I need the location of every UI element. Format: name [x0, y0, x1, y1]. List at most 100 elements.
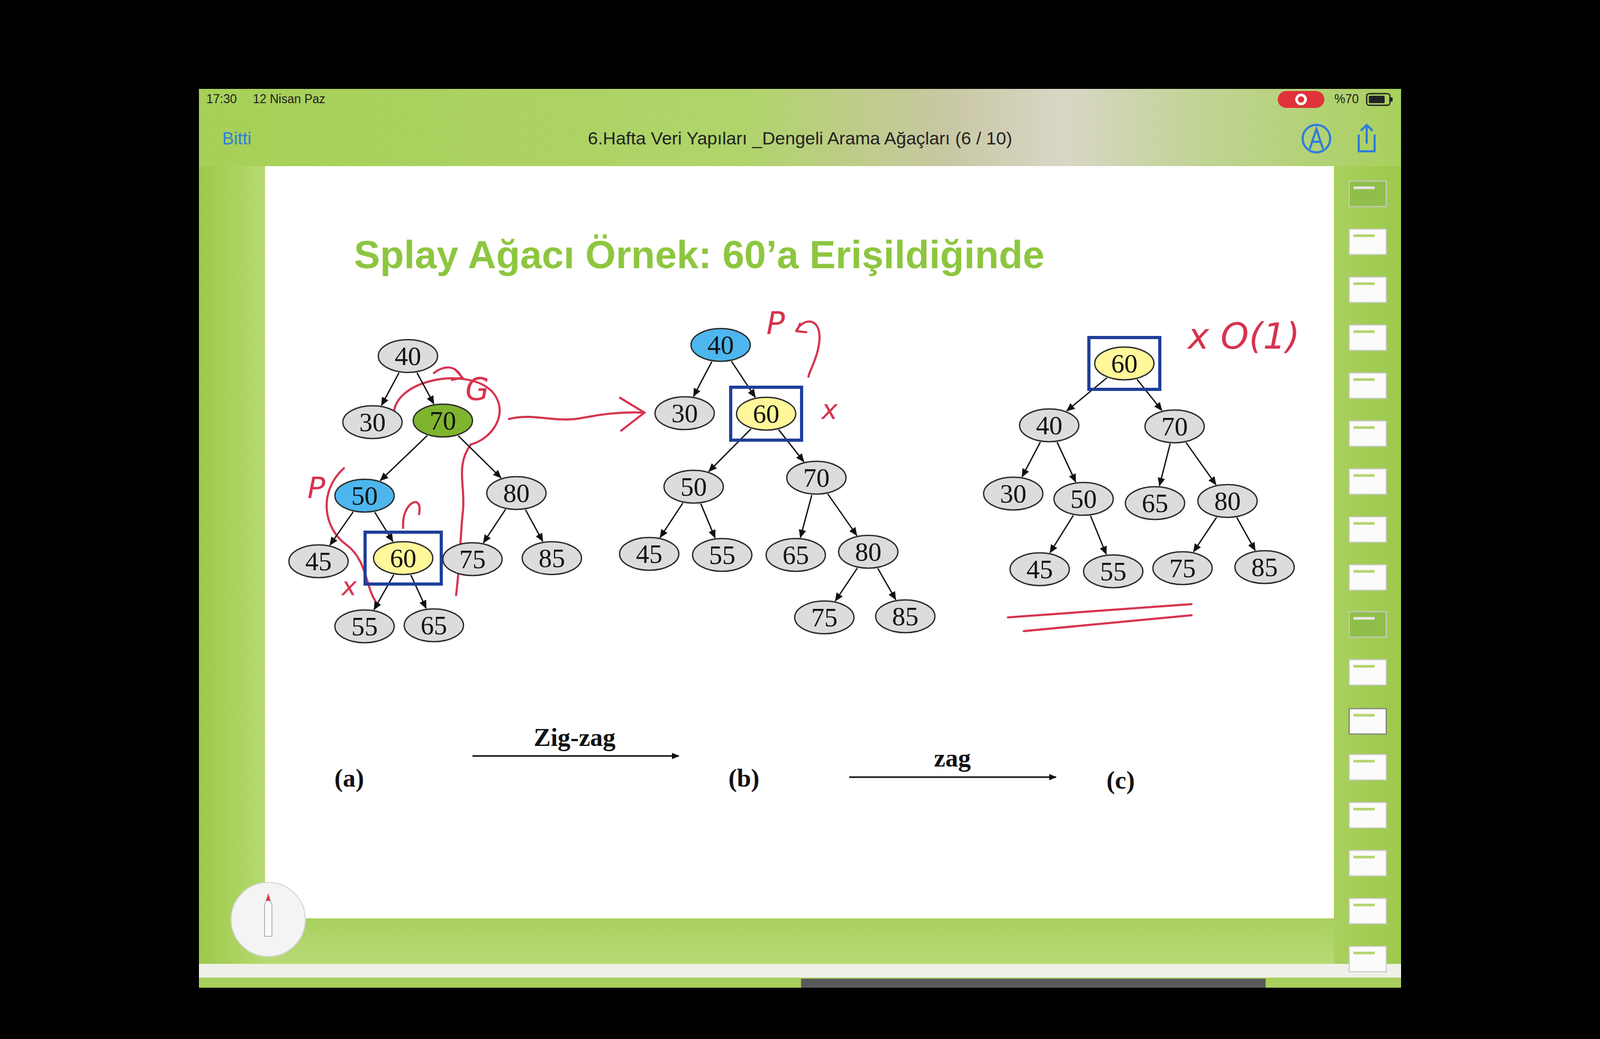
thumbnail-line — [1353, 282, 1375, 286]
slide-thumbnail — [1349, 946, 1387, 972]
slide-thumbnail — [1349, 708, 1387, 735]
tree-edge — [659, 503, 683, 538]
ellipse-shape — [373, 541, 433, 575]
record-dot — [1297, 96, 1305, 103]
tree-edge — [374, 574, 394, 610]
slide-thumbnail — [1349, 898, 1387, 924]
node-key: 55 — [351, 613, 378, 640]
bottom-band — [198, 964, 1402, 978]
slide-thumbnail — [1349, 229, 1387, 255]
hand-arrow — [796, 321, 820, 377]
tree-node: 55 — [333, 608, 396, 644]
node-key: 65 — [782, 541, 809, 569]
node-ellipse: 70 — [1143, 408, 1206, 444]
ellipse-shape — [334, 479, 395, 513]
slide-thumbnail — [1349, 180, 1387, 207]
node-key: 85 — [538, 544, 566, 572]
tree-node: 70 — [1143, 408, 1206, 444]
thumbnail-line — [1353, 522, 1375, 525]
ellipse-shape — [1083, 555, 1143, 588]
tree-edge — [731, 361, 756, 398]
thumbnail-strip — [1349, 180, 1387, 972]
tree-node: 30 — [982, 476, 1044, 512]
node-key: 55 — [708, 541, 736, 569]
node-ellipse: 55 — [1082, 553, 1144, 589]
thumbnail-line — [1353, 426, 1375, 430]
scroll-indicator — [801, 978, 1266, 988]
tree-edge — [693, 361, 713, 397]
hand-note: x O(1) — [1187, 316, 1300, 357]
markup-pen — [1310, 129, 1323, 149]
ellipse-shape — [838, 535, 898, 569]
tree-edge — [1193, 517, 1217, 552]
ellipse-shape — [1094, 347, 1154, 380]
tree-node: 75 — [793, 600, 856, 635]
panel-label: (c) — [1106, 766, 1135, 795]
tree-edge — [380, 435, 428, 481]
node-key: 85 — [892, 603, 919, 630]
ellipse-shape — [794, 601, 854, 634]
tree-node: 45 — [287, 543, 350, 579]
slide-bottom — [265, 918, 1334, 965]
node-key: 50 — [1070, 485, 1097, 513]
node-key: 50 — [351, 482, 378, 509]
tree-edge — [835, 568, 858, 602]
ellipse-shape — [736, 397, 796, 431]
node-ellipse: 40 — [1018, 407, 1080, 443]
tree-node: 85 — [521, 540, 583, 576]
slide-thumbnail — [1349, 468, 1387, 495]
hand-hook — [403, 502, 420, 529]
slide-thumbnail — [1349, 850, 1387, 877]
slide-thumbnail — [1349, 373, 1387, 399]
node-ellipse: 50 — [1052, 481, 1115, 517]
node-key: 60 — [1111, 350, 1138, 377]
hand-annotations — [326, 321, 1192, 632]
panel-label: (a) — [334, 764, 365, 793]
node-ellipse: 75 — [793, 600, 856, 635]
tree-node: 30 — [653, 395, 716, 431]
tree-node: 65 — [1124, 485, 1186, 521]
node-ellipse: 75 — [441, 541, 504, 577]
left-strip — [198, 166, 266, 965]
record-ring — [1295, 93, 1307, 106]
ellipse-shape — [691, 328, 751, 362]
tree-edge — [1186, 442, 1217, 486]
tree-edge — [483, 509, 506, 543]
tree-edge — [1049, 515, 1074, 553]
node-key: 50 — [680, 473, 707, 500]
ellipse-shape — [522, 541, 582, 575]
ellipse-shape — [619, 537, 679, 571]
thumbnail-line — [1353, 616, 1375, 620]
node-ellipse: 60 — [735, 396, 797, 432]
thumbnail-line — [1353, 759, 1375, 763]
node-key: 45 — [1026, 556, 1053, 583]
node-ellipse: 55 — [333, 608, 396, 644]
hand-note: P — [766, 306, 786, 341]
node-key: 40 — [1035, 412, 1063, 439]
ellipse-shape — [664, 470, 724, 504]
node-ellipse: 65 — [403, 607, 465, 643]
pencil-button — [231, 882, 306, 957]
thumbnail-line — [1353, 856, 1375, 859]
node-key: 85 — [1251, 553, 1278, 581]
slide-thumbnail — [1349, 324, 1387, 351]
tree-edge — [1137, 379, 1162, 411]
node-ellipse: 80 — [837, 534, 899, 570]
node-ellipse: 30 — [982, 476, 1044, 512]
tree-edge — [416, 373, 434, 405]
ellipse-shape — [288, 544, 349, 578]
slide-thumbnail — [1349, 516, 1387, 543]
tree-edge — [1159, 443, 1170, 487]
tree-edge — [374, 512, 393, 542]
slide-thumbnail — [1349, 611, 1387, 638]
step-arrow — [849, 776, 1057, 779]
battery-tip — [1390, 97, 1393, 102]
ellipse-shape — [786, 461, 847, 495]
tree-node: 50 — [333, 478, 396, 514]
ellipse-shape — [1010, 552, 1070, 586]
thumbnail-line — [1353, 714, 1375, 717]
tree-edge — [827, 494, 857, 536]
tree-node: 75 — [441, 541, 504, 577]
node-ellipse: 80 — [1196, 483, 1259, 519]
